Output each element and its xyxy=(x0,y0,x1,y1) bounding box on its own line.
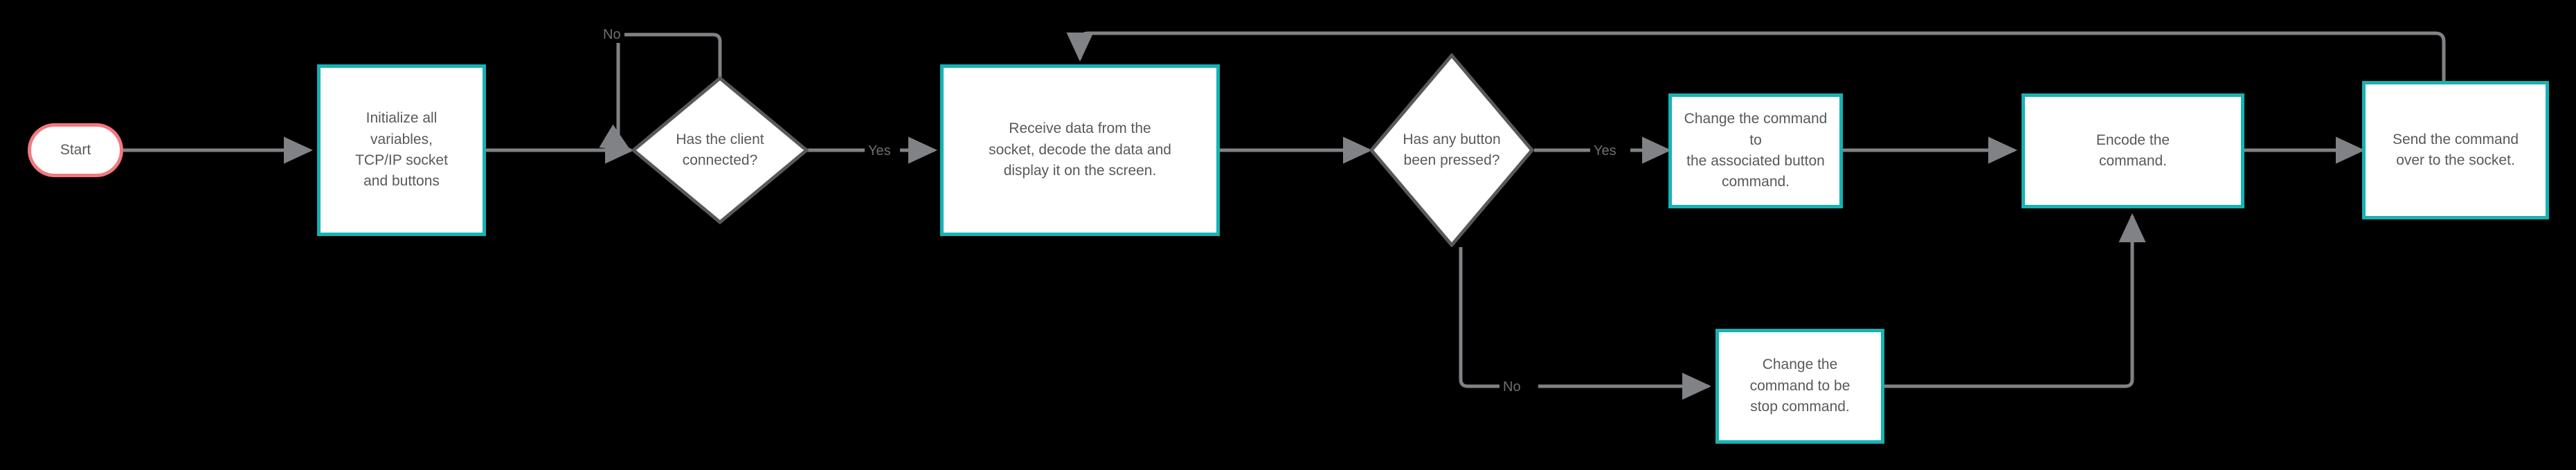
node-button-pressed[interactable]: Has any button been pressed? xyxy=(1369,53,1534,247)
node-stop-command[interactable]: Change the command to be stop command. xyxy=(1715,329,1884,444)
node-client-connected-label: Has the client connected? xyxy=(676,131,764,168)
node-change-to-button-command-label: Change the command to the associated but… xyxy=(1684,111,1828,190)
node-send-command-label: Send the command over to the socket. xyxy=(2392,131,2519,168)
node-button-pressed-label: Has any button been pressed? xyxy=(1403,131,1501,168)
node-change-to-button-command[interactable]: Change the command to the associated but… xyxy=(1668,93,1843,208)
node-encode-command-label: Encode the command. xyxy=(2096,132,2170,169)
edge-label-client-no: No xyxy=(600,26,624,43)
node-start-label: Start xyxy=(60,142,91,158)
edge-label-button-yes: Yes xyxy=(1590,143,1620,159)
node-send-command[interactable]: Send the command over to the socket. xyxy=(2362,81,2549,219)
node-start[interactable]: Start xyxy=(28,123,123,177)
edge-label-button-no: No xyxy=(1499,379,1524,395)
edge-label-client-yes: Yes xyxy=(865,143,894,159)
diamond-shape-client-connected xyxy=(631,76,809,224)
node-stop-command-label: Change the command to be stop command. xyxy=(1749,356,1850,415)
edge-stop-to-encode xyxy=(1884,213,2146,388)
edge-button-no-a xyxy=(1459,247,1501,388)
node-client-connected[interactable]: Has the client connected? xyxy=(631,76,809,224)
node-initialize[interactable]: Initialize all variables, TCP/IP socket … xyxy=(317,64,486,236)
node-encode-command[interactable]: Encode the command. xyxy=(2021,93,2244,208)
node-receive-data-label: Receive data from the socket, decode the… xyxy=(989,120,1171,179)
node-receive-data[interactable]: Receive data from the socket, decode the… xyxy=(940,64,1220,236)
edge-send-feedback-to-receive xyxy=(1066,31,2446,81)
node-initialize-label: Initialize all variables, TCP/IP socket … xyxy=(355,110,448,190)
diamond-shape-button-pressed xyxy=(1369,53,1534,247)
